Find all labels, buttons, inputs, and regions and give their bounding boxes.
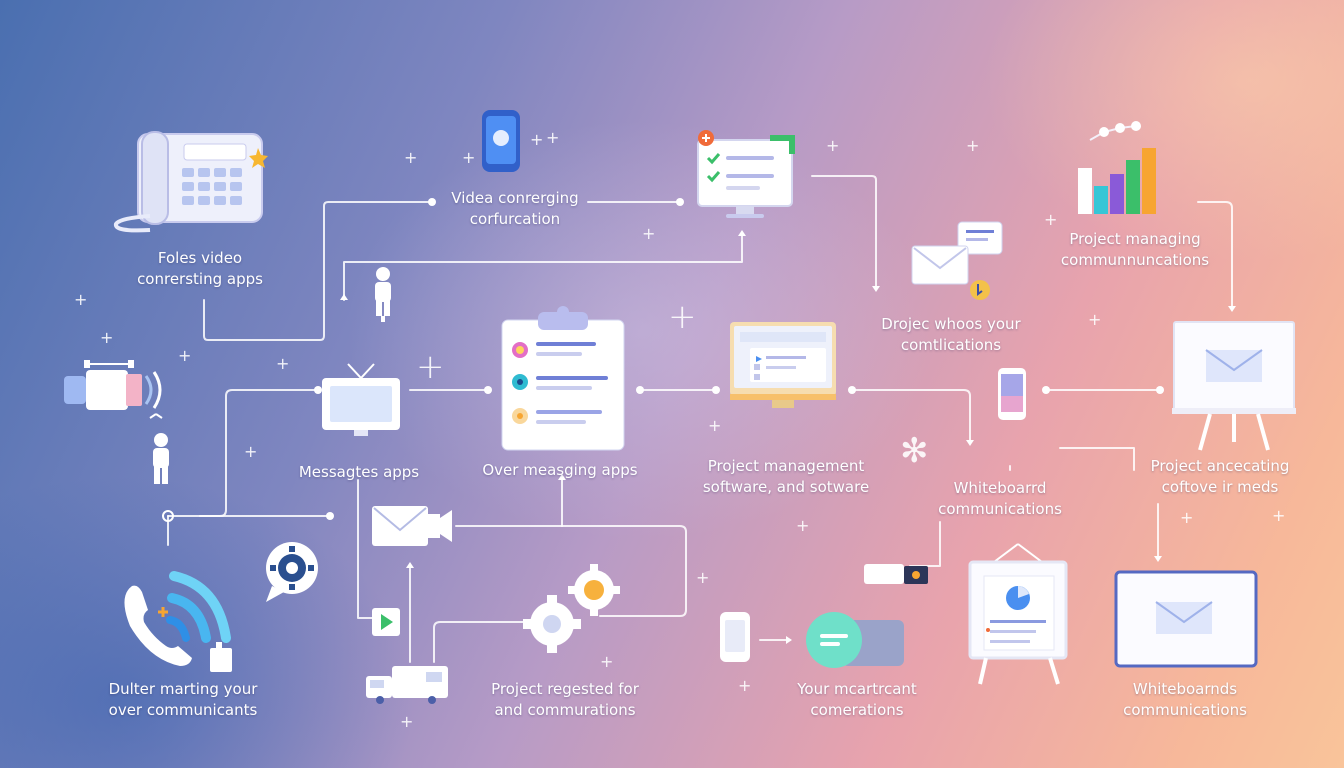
link-gear-to-truck — [433, 621, 531, 663]
small-device-icon — [718, 610, 752, 664]
sparkle-icon: + — [966, 136, 980, 155]
sparkle-icon: + — [1272, 506, 1286, 525]
link-voice-to-video — [203, 201, 433, 341]
sparkle-icon: + — [74, 290, 88, 309]
projector-icon — [62, 356, 170, 420]
small-device-icon — [862, 560, 932, 588]
smartphone-video-icon — [480, 108, 522, 174]
easel-email-icon — [1114, 570, 1258, 668]
sparkle-icon: + — [400, 712, 414, 731]
sparkle-icon: + — [462, 148, 476, 167]
link-person-to-monitor — [343, 235, 743, 301]
clipboard-icon — [500, 304, 626, 452]
desk-phone-icon — [110, 128, 270, 238]
envelope-message-icon — [908, 218, 1006, 304]
label-messages-apps: Messagtes apps — [298, 463, 420, 481]
monitor-icon — [318, 360, 404, 440]
gears-icon — [522, 564, 622, 658]
person-icon — [146, 432, 176, 486]
bar-chart-icon — [1072, 118, 1168, 218]
sparkle-icon: + — [708, 416, 722, 435]
link-desktop-to-whiteboard — [851, 389, 971, 441]
sparkle-icon: + — [178, 346, 192, 365]
sparkle-icon: ✻ — [900, 431, 929, 471]
sparkle-icon: + — [100, 328, 114, 347]
sparkle-icon: + — [276, 354, 290, 373]
sparkle-icon: + — [1088, 310, 1102, 329]
sparkle-icon: + — [642, 224, 656, 243]
link-chart-to-board — [1197, 201, 1233, 307]
link-board-to-proj — [1059, 447, 1135, 471]
email-camera-icon — [370, 502, 454, 550]
sparkle-icon: + — [244, 442, 258, 461]
label-over-messaging: Over measging apps — [482, 461, 638, 479]
person-icon — [368, 266, 398, 322]
sparkle-icon: + — [1180, 508, 1194, 527]
easel-chart-icon — [966, 540, 1070, 686]
chat-bubble-icon — [802, 612, 906, 670]
sparkle-icon: + — [826, 136, 840, 155]
sparkle-icon: + — [404, 148, 418, 167]
sparkle-icon: + — [416, 347, 445, 387]
monitor-checklist-icon — [694, 128, 802, 220]
link-monitor-to-drojec — [811, 175, 877, 287]
sparkle-icon: + — [600, 652, 614, 671]
sparkle-icon: + — [546, 128, 560, 147]
sparkle-icon: + — [1044, 210, 1058, 229]
sparkle-icon: + — [696, 568, 710, 587]
sparkle-icon: + — [668, 297, 697, 337]
sparkle-icon: + — [738, 676, 752, 695]
mobile-phone-icon — [996, 366, 1028, 422]
play-icon — [370, 606, 402, 638]
desktop-project-icon — [726, 318, 840, 412]
link-left-loop — [167, 389, 319, 517]
whiteboard-email-icon — [1170, 320, 1298, 452]
link-email-right — [455, 525, 687, 617]
phone-signal-icon — [114, 562, 242, 674]
sparkle-icon: + — [796, 516, 810, 535]
delivery-truck-icon — [362, 664, 452, 704]
sparkle-icon: + — [530, 130, 544, 149]
chat-gear-icon — [258, 538, 324, 608]
